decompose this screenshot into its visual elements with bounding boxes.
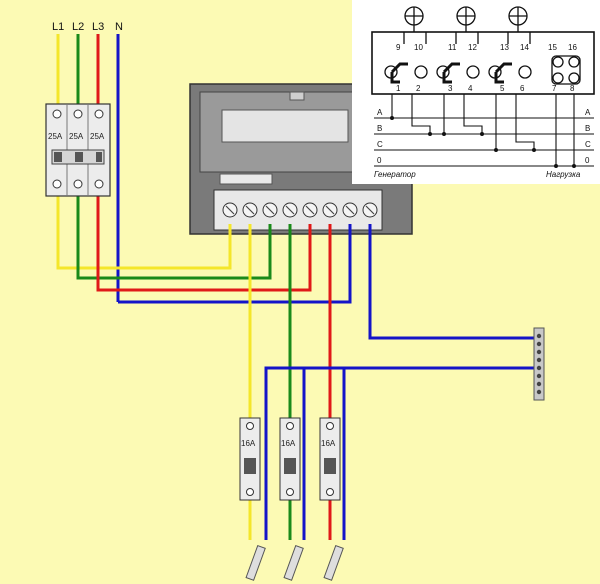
terminal-6: 6 [520, 84, 525, 93]
schematic-inset: 9 10 11 12 13 14 15 16 1 2 3 4 5 6 7 8 [352, 0, 600, 184]
terminal-9: 9 [396, 43, 401, 52]
main-breaker-rating-3: 25A [90, 132, 105, 141]
label-l3: L3 [92, 21, 104, 33]
terminal-12: 12 [468, 43, 477, 52]
wires [56, 34, 534, 540]
terminal-10: 10 [414, 43, 423, 52]
terminal-5: 5 [500, 84, 505, 93]
terminal-3: 3 [448, 84, 453, 93]
generator-label: Генератор [374, 170, 416, 179]
group-breaker-1: 16A [239, 417, 261, 501]
terminal-13: 13 [500, 43, 509, 52]
neutral-bus-bar [533, 327, 545, 401]
terminal-8: 8 [570, 84, 575, 93]
phase-right-a: A [585, 108, 591, 117]
phase-junctions [390, 116, 576, 168]
phase-left-0: 0 [377, 156, 382, 165]
terminal-11: 11 [448, 43, 457, 52]
meter-elements [384, 55, 581, 85]
load-label: Нагрузка [546, 170, 581, 179]
terminal-15: 15 [548, 43, 557, 52]
label-l1: L1 [52, 21, 64, 33]
main-breaker-rating-2: 25A [69, 132, 84, 141]
group-breaker-3: 16A [319, 417, 341, 501]
terminal-14: 14 [520, 43, 529, 52]
terminal-16: 16 [568, 43, 577, 52]
group-breaker-1-rating: 16A [241, 439, 256, 448]
main-breaker-rating-1: 25A [48, 132, 63, 141]
phase-right-0: 0 [585, 156, 590, 165]
terminal-2: 2 [416, 84, 421, 93]
phase-left-b: B [377, 124, 382, 133]
group-breaker-3-rating: 16A [321, 439, 336, 448]
phase-right-b: B [585, 124, 590, 133]
meter-display [221, 109, 349, 143]
group-breaker-2: 16A [279, 417, 301, 501]
label-n: N [115, 21, 123, 33]
phase-left-c: C [377, 140, 383, 149]
cable-ends [245, 544, 344, 581]
meter-terminal-screws [222, 202, 378, 218]
phase-right-c: C [585, 140, 591, 149]
main-breaker: 25A 25A 25A [45, 103, 111, 197]
terminal-1: 1 [396, 84, 401, 93]
phase-left-a: A [377, 108, 383, 117]
group-breaker-2-rating: 16A [281, 439, 296, 448]
terminal-7: 7 [552, 84, 557, 93]
current-transformers [403, 6, 531, 44]
terminal-4: 4 [468, 84, 473, 93]
label-l2: L2 [72, 21, 84, 33]
